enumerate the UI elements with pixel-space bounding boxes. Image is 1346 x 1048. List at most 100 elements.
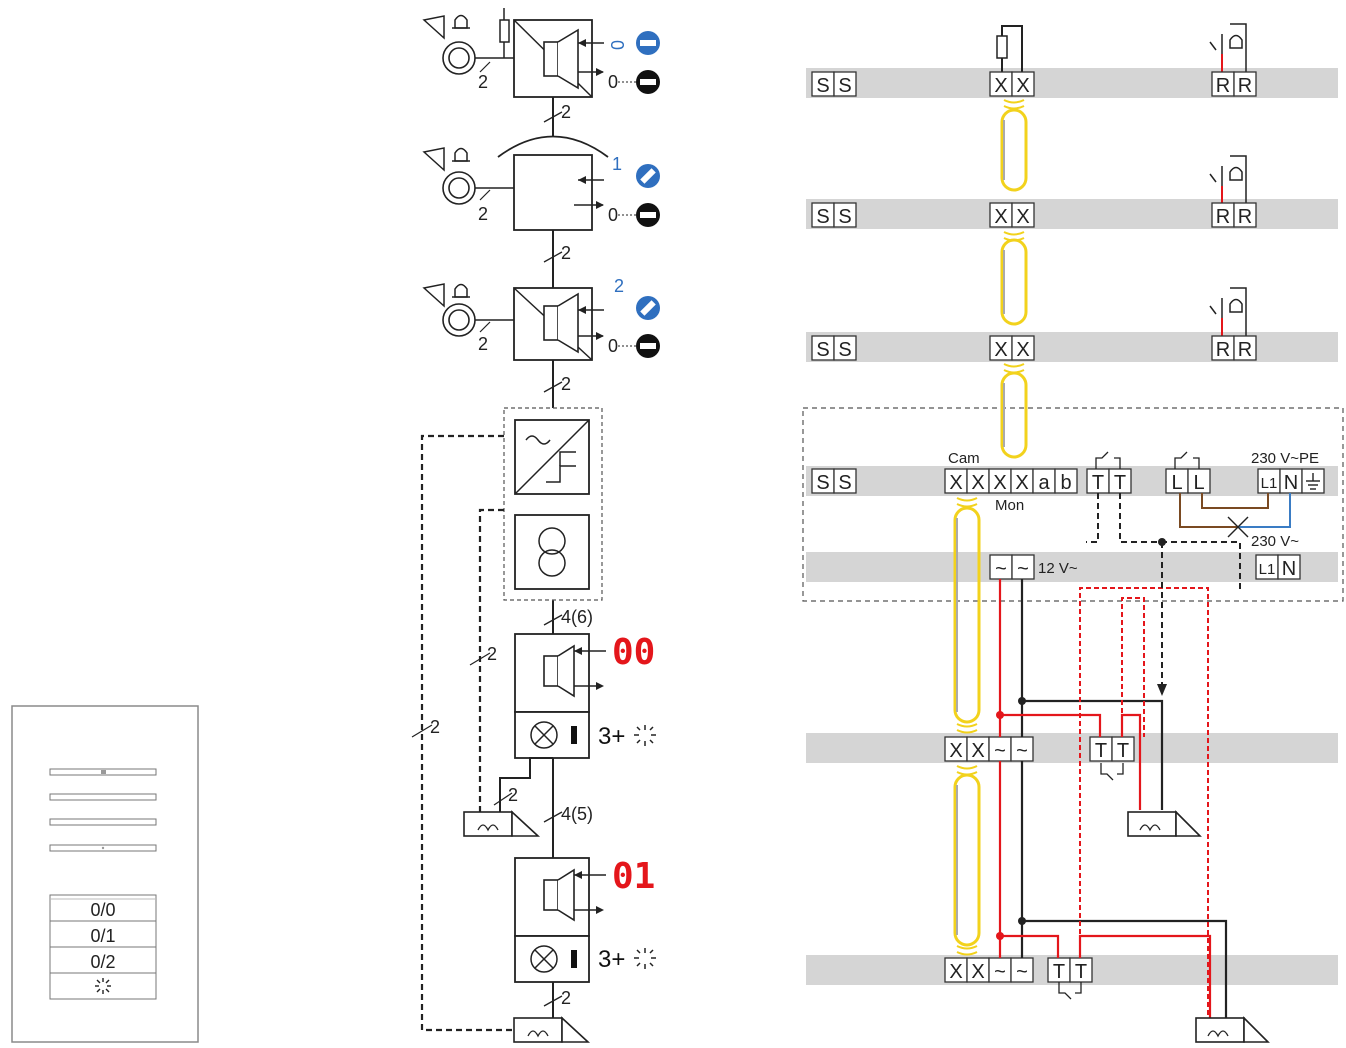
svg-text:R: R	[1216, 339, 1230, 361]
svg-text:R: R	[1238, 206, 1252, 228]
panel-button-0-1[interactable]: 0/1	[90, 926, 115, 946]
svg-text:~: ~	[1016, 961, 1028, 983]
panel-button-0-2[interactable]: 0/2	[90, 952, 115, 972]
svg-text:~: ~	[994, 961, 1006, 983]
svg-text:0: 0	[608, 72, 618, 92]
low-voltage-label: 12 V~	[1038, 560, 1078, 577]
bus-label-2: 2	[561, 988, 571, 1008]
svg-text:R: R	[1216, 75, 1230, 97]
svg-text:S: S	[838, 339, 851, 361]
svg-text:T: T	[1095, 740, 1107, 762]
svg-text:S: S	[816, 206, 829, 228]
bell-icon	[422, 14, 470, 308]
svg-text:T: T	[1117, 740, 1129, 762]
svg-text:N: N	[1284, 472, 1298, 494]
terminal-labels: S S X X R R S S X X R R S S X X R R S S …	[816, 75, 1298, 983]
svg-text:X: X	[971, 472, 984, 494]
wire-label-2: 2	[478, 334, 488, 354]
bus-label-4-5: 4(5)	[561, 804, 593, 824]
floor-1-icon: 1	[612, 154, 660, 188]
black-wires	[1020, 579, 1228, 1018]
cam-label: Cam	[948, 450, 980, 467]
red-wires	[998, 579, 1212, 1018]
block-diagram: 2 2 2 4(6) 4(5) 2	[411, 8, 660, 1043]
svg-text:R: R	[1238, 75, 1252, 97]
floor-display-1: 00	[612, 632, 655, 673]
red-dashed-wires	[1079, 587, 1209, 1018]
svg-text:~: ~	[1016, 740, 1028, 762]
bus-label-4-6: 4(6)	[561, 607, 593, 627]
svg-text:0: 0	[608, 205, 618, 225]
svg-text:~: ~	[994, 740, 1006, 762]
supply-label: 230 V~	[1251, 533, 1299, 550]
svg-text:X: X	[949, 472, 962, 494]
wire-label-2: 2	[478, 204, 488, 224]
transformer	[514, 514, 590, 590]
svg-text:T: T	[1114, 472, 1126, 494]
cabin-speaker-2	[513, 1016, 591, 1043]
power-supply-frame	[802, 407, 1344, 602]
light-label-2: 3+	[598, 946, 625, 973]
svg-text:X: X	[994, 339, 1007, 361]
floor-display-2: 01	[612, 856, 655, 897]
svg-text:1: 1	[612, 154, 622, 174]
svg-text:X: X	[994, 75, 1007, 97]
dashed-wires	[420, 434, 514, 1032]
cabin-speaker-1	[463, 757, 553, 837]
light-label-1: 3+	[598, 723, 625, 750]
svg-text:X: X	[1015, 472, 1028, 494]
dashed-control-wires	[1086, 493, 1241, 690]
light-symbol-icon[interactable]	[95, 978, 111, 994]
door-station-1	[497, 135, 609, 231]
control-unit	[514, 419, 590, 495]
pe-supply-label: 230 V~PE	[1251, 450, 1319, 467]
door-station-0	[513, 19, 604, 98]
mon-label: Mon	[995, 497, 1024, 514]
svg-text:S: S	[838, 206, 851, 228]
ground-icon	[1306, 473, 1320, 490]
door-station-2	[513, 287, 604, 361]
svg-text:L: L	[1193, 472, 1204, 494]
svg-text:S: S	[816, 75, 829, 97]
wire-label-2: 2	[478, 72, 488, 92]
bus-label-2: 2	[561, 102, 571, 122]
svg-text:a: a	[1038, 472, 1050, 494]
svg-text:T: T	[1092, 472, 1104, 494]
wiring-diagram: S S X X R R S S X X R R S S X X R R S S …	[802, 23, 1344, 1043]
svg-text:S: S	[838, 75, 851, 97]
svg-text:L1: L1	[1259, 561, 1276, 578]
svg-text:T: T	[1075, 961, 1087, 983]
cabin-speaker-right-1	[1127, 810, 1202, 837]
svg-text:L1: L1	[1261, 475, 1278, 492]
cabin-unit-2	[514, 857, 606, 983]
wire-label-2: 2	[487, 644, 497, 664]
svg-text:X: X	[971, 961, 984, 983]
svg-text:X: X	[1016, 339, 1029, 361]
wire-label-2: 2	[508, 785, 518, 805]
light-burst-icon	[634, 725, 656, 969]
cabin-unit-1	[514, 633, 606, 759]
control-unit-frame	[503, 407, 603, 601]
svg-text:0: 0	[608, 336, 618, 356]
svg-text:2: 2	[614, 276, 624, 296]
svg-text:~: ~	[1017, 558, 1029, 580]
terminal-blocks	[811, 71, 1325, 983]
svg-text:L: L	[1171, 472, 1182, 494]
svg-text:X: X	[949, 961, 962, 983]
cable-twist	[956, 99, 1025, 956]
panel-button-0-0[interactable]: 0/0	[90, 900, 115, 920]
cabin-speaker-right-2	[1195, 1016, 1270, 1043]
svg-text:X: X	[993, 472, 1006, 494]
svg-text:b: b	[1060, 472, 1071, 494]
svg-text:T: T	[1053, 961, 1065, 983]
floor-2-icon: 2	[614, 276, 660, 320]
svg-text:X: X	[1016, 75, 1029, 97]
svg-text:X: X	[971, 740, 984, 762]
svg-text:R: R	[1238, 339, 1252, 361]
svg-text:~: ~	[995, 558, 1007, 580]
svg-text:0: 0	[608, 40, 628, 50]
svg-text:X: X	[1016, 206, 1029, 228]
lift-panel: 0/0 0/1 0/2	[11, 705, 199, 1043]
svg-text:X: X	[994, 206, 1007, 228]
relay-contact-icon	[1058, 451, 1200, 1000]
